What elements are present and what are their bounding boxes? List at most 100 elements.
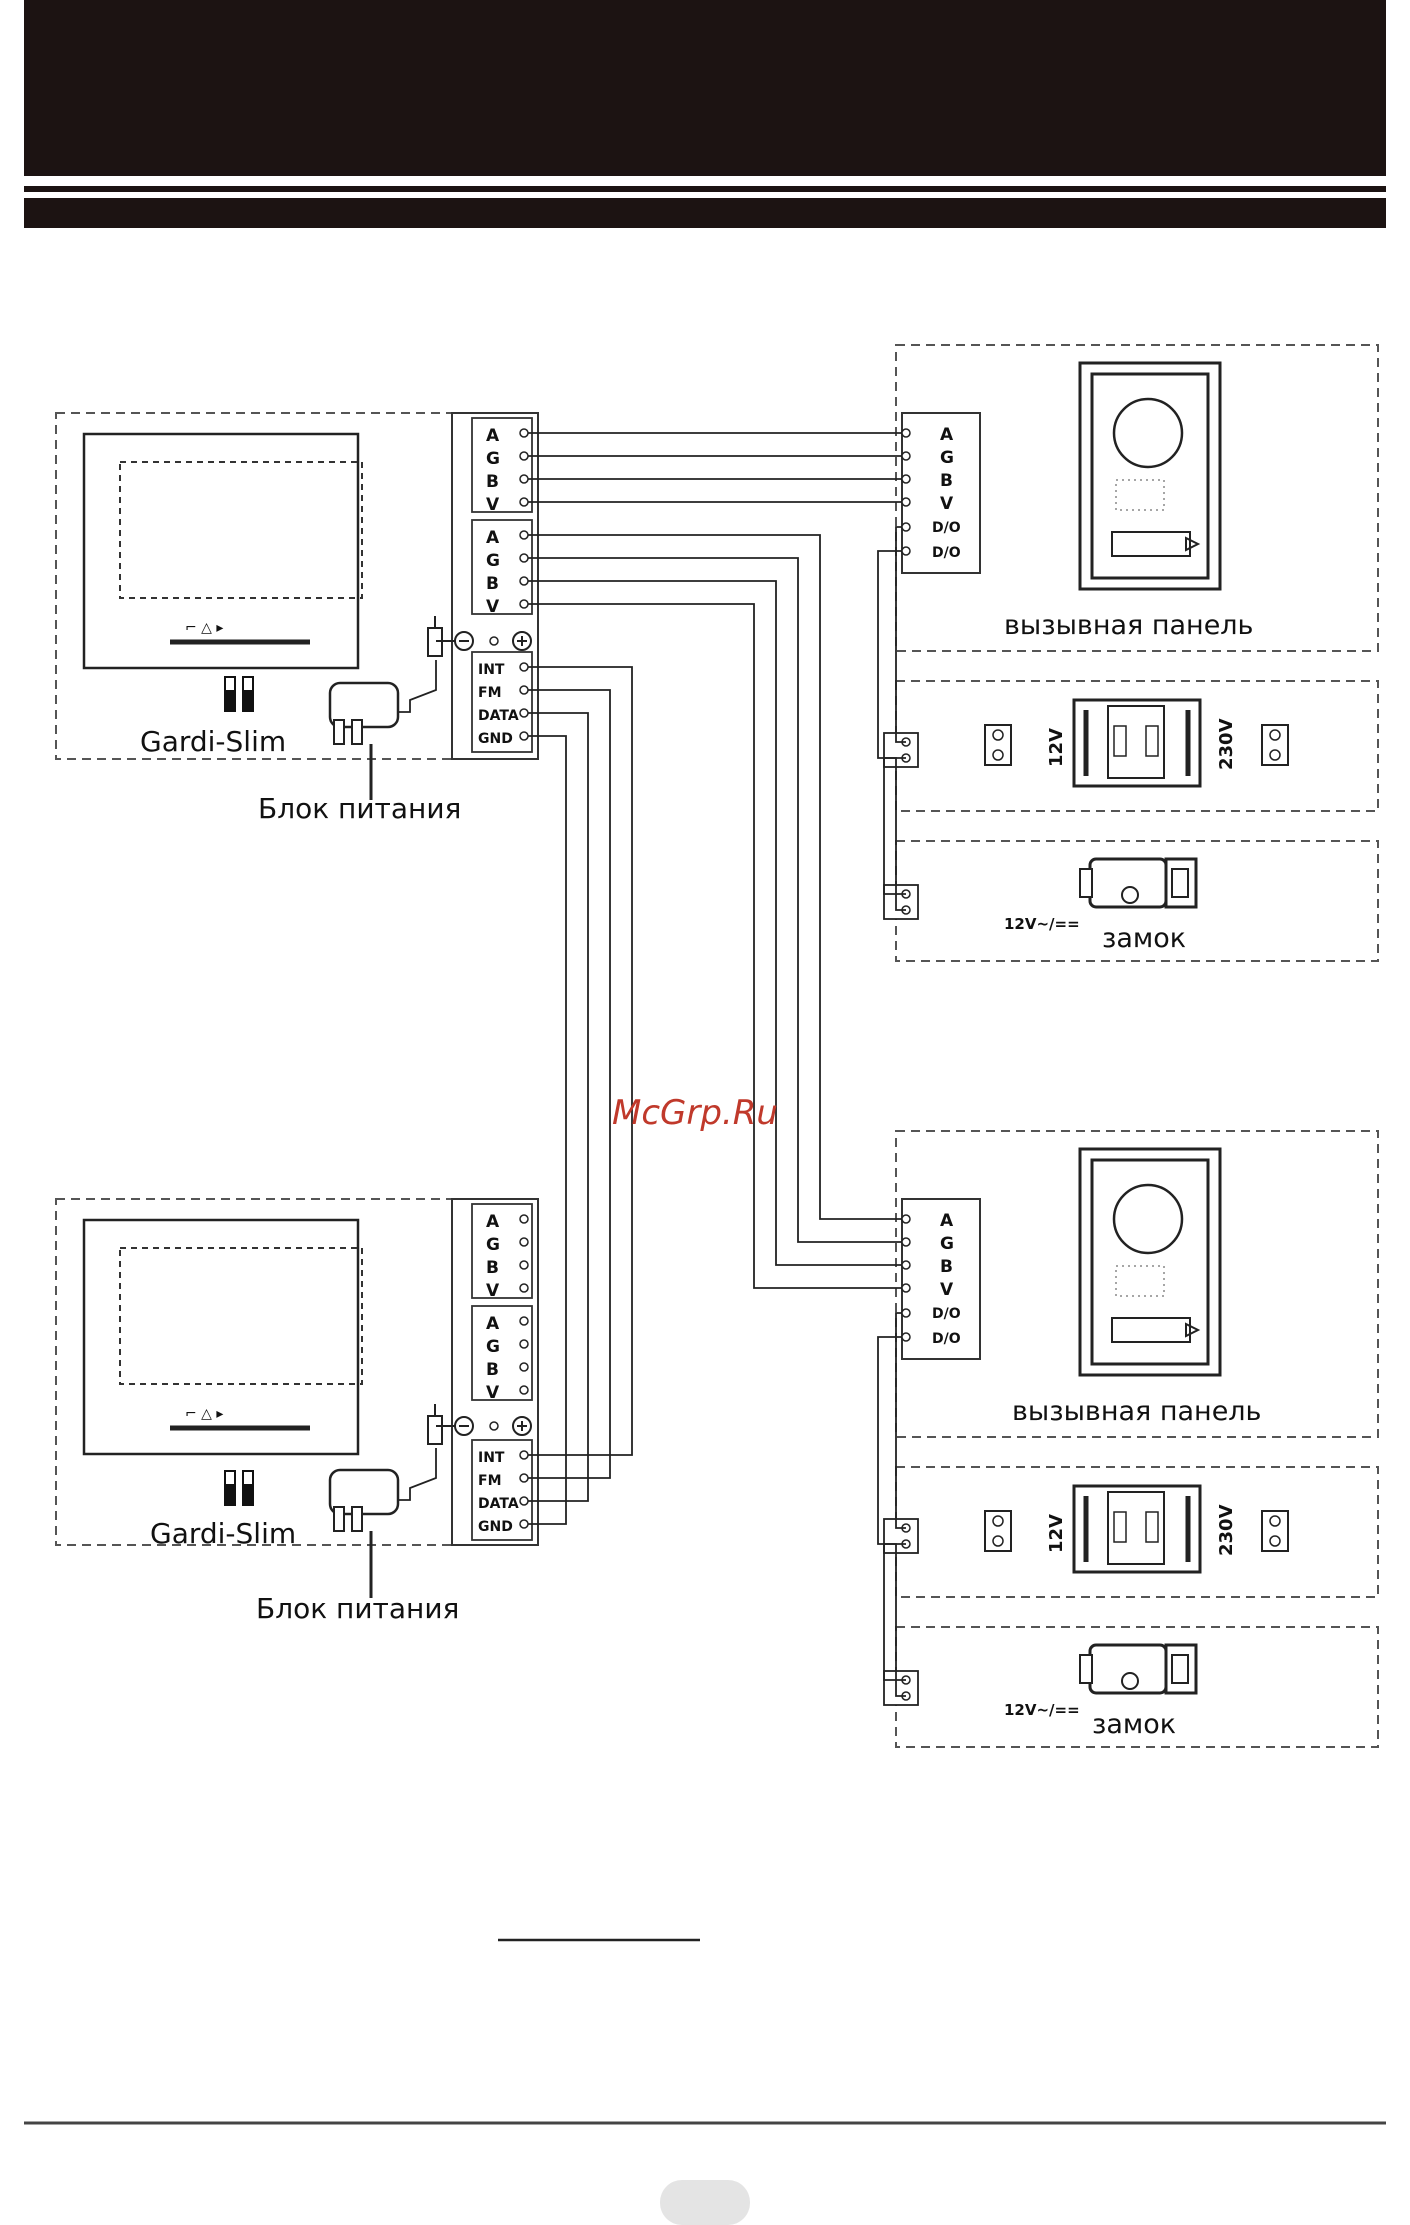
wire-m1-g2-to-p2-g: [524, 557, 906, 1243]
m1-g3-label-fm: FM: [478, 685, 502, 701]
cp2-term-g: G: [940, 1234, 954, 1254]
cp1-term-v: V: [940, 494, 954, 514]
monitor-2-group1: [471, 1203, 533, 1299]
wire-m1-b2-to-p2-b: [524, 580, 906, 1266]
m2-g3-label-data: DATA: [478, 1496, 519, 1512]
call-panel-1-terminal-block: [901, 412, 981, 574]
monitor-2-dashed-frame: [55, 1198, 539, 1546]
lock-1-voltage: 12V~/==: [1004, 915, 1080, 933]
m2-g1-label-g: G: [486, 1235, 500, 1255]
header-stripe: [24, 198, 1386, 228]
m1-g1-label-v: V: [486, 495, 500, 515]
lock-1-body: [1088, 857, 1168, 909]
lock-2-body: [1088, 1643, 1168, 1695]
m2-g3-label-fm: FM: [478, 1473, 502, 1489]
wire-p1-lock: [883, 757, 906, 895]
call-panel-2-terminal-block: [901, 1198, 981, 1360]
wire-gnd: [524, 735, 567, 1525]
m2-g1-label-b: B: [486, 1258, 499, 1278]
monitor-2-psu-label: Блок питания: [256, 1592, 459, 1625]
call-panel-2: A G B V D/O D/O вызывная панель: [895, 1130, 1379, 1438]
call-panel-1-button: [1111, 531, 1191, 557]
lock-2: 12V~/== замок: [883, 1626, 1379, 1748]
m1-g2-label-g: G: [486, 551, 500, 571]
monitor-1-terminal-block: [451, 412, 539, 760]
wire-p2-do1: [895, 1312, 906, 1529]
cp2-term-v: V: [940, 1280, 954, 1300]
m1-g1-label-b: B: [486, 472, 499, 492]
call-panel-1-label: вызывная панель: [1004, 610, 1253, 641]
wire-fm: [524, 689, 611, 1479]
relay-2-left-voltage: 12V: [1046, 1514, 1067, 1553]
call-panel-2-frame: [895, 1130, 1379, 1438]
m2-g2-label-b: B: [486, 1360, 499, 1380]
wire-p1-do1: [895, 526, 906, 743]
relay-1-right-voltage: 230V: [1216, 718, 1237, 770]
wire-p1-do2: [877, 550, 906, 911]
monitor-1-dashed-frame: [55, 412, 539, 760]
m2-g2-label-g: G: [486, 1337, 500, 1357]
header-bar: [24, 0, 1386, 176]
m1-g1-label-g: G: [486, 449, 500, 469]
m2-g1-label-a: A: [486, 1212, 500, 1232]
wire-m1-a2-to-p2-a: [524, 534, 906, 1220]
monitor-1-model-label: Gardi-Slim: [140, 725, 286, 758]
monitor-2: ⌐ △ ▸ Gardi-Slim Блок питания A G B V A …: [55, 1198, 539, 1625]
call-panel-2-button: [1111, 1317, 1191, 1343]
m1-g1-label-a: A: [486, 426, 500, 446]
m2-g2-label-a: A: [486, 1314, 500, 1334]
monitor-2-psu: [328, 1404, 443, 1598]
monitor-2-group3: [471, 1439, 533, 1541]
monitor-1-psu: [328, 616, 443, 800]
call-panel-1: A G B V D/O D/O вызывная панель: [895, 344, 1379, 652]
monitor-2-terminal-block: [451, 1198, 539, 1546]
relay-2-right-voltage: 230V: [1216, 1504, 1237, 1556]
lock-1: 12V~/== замок: [883, 840, 1379, 962]
call-panel-1-speaker: [1115, 479, 1165, 511]
monitor-1-group2: [471, 519, 533, 615]
call-panel-1-frame: [895, 344, 1379, 652]
wire-p2-do2: [877, 1336, 906, 1697]
monitor-2-group2: [471, 1305, 533, 1401]
monitor-1-group3: [471, 651, 533, 753]
call-panel-2-camera: [1112, 1183, 1184, 1255]
m2-g2-label-v: V: [486, 1383, 500, 1403]
m1-g3-label-gnd: GND: [478, 731, 513, 747]
monitor-1-screen: [119, 461, 363, 599]
cp2-term-a: A: [940, 1211, 954, 1231]
m1-g2-label-v: V: [486, 597, 500, 617]
header-stripe-thin: [24, 186, 1386, 192]
lock-2-label: замок: [1092, 1709, 1176, 1740]
cp2-term-do1: D/O: [932, 1306, 961, 1322]
relay-2: 12V 230V: [883, 1466, 1379, 1598]
wire-int: [524, 666, 633, 1456]
relay-1-left-voltage: 12V: [1046, 728, 1067, 767]
monitor-2-btn-icons: ⌐ △ ▸: [185, 1406, 223, 1422]
monitor-2-body: [82, 1218, 360, 1456]
cp2-term-do2: D/O: [932, 1331, 961, 1347]
lock-2-voltage: 12V~/==: [1004, 1701, 1080, 1719]
wire-m1-v2-to-p2-v: [524, 603, 906, 1289]
m2-g3-label-int: INT: [478, 1450, 505, 1466]
monitor-1-psu-label: Блок питания: [258, 792, 461, 825]
cp1-term-do1: D/O: [932, 520, 961, 536]
m1-g3-label-int: INT: [478, 662, 505, 678]
call-panel-1-camera: [1112, 397, 1184, 469]
watermark: McGrp.Ru: [612, 1093, 778, 1133]
call-panel-2-label: вызывная панель: [1012, 1396, 1261, 1427]
lock-1-label: замок: [1102, 923, 1186, 954]
m1-g2-label-a: A: [486, 528, 500, 548]
m2-g1-label-v: V: [486, 1281, 500, 1301]
monitor-1: ⌐ △ ▸ Gardi-Slim Блок питания A G B V A …: [55, 412, 539, 825]
cp1-term-b: B: [940, 471, 953, 491]
cp1-term-a: A: [940, 425, 954, 445]
cp1-term-do2: D/O: [932, 545, 961, 561]
cp2-term-b: B: [940, 1257, 953, 1277]
monitor-1-body: [82, 432, 360, 670]
monitor-1-btn-icons: ⌐ △ ▸: [185, 620, 223, 636]
wire-p2-lock: [883, 1543, 906, 1681]
call-panel-2-speaker: [1115, 1265, 1165, 1297]
monitor-2-model-label: Gardi-Slim: [150, 1517, 296, 1550]
monitor-1-group1: [471, 417, 533, 513]
